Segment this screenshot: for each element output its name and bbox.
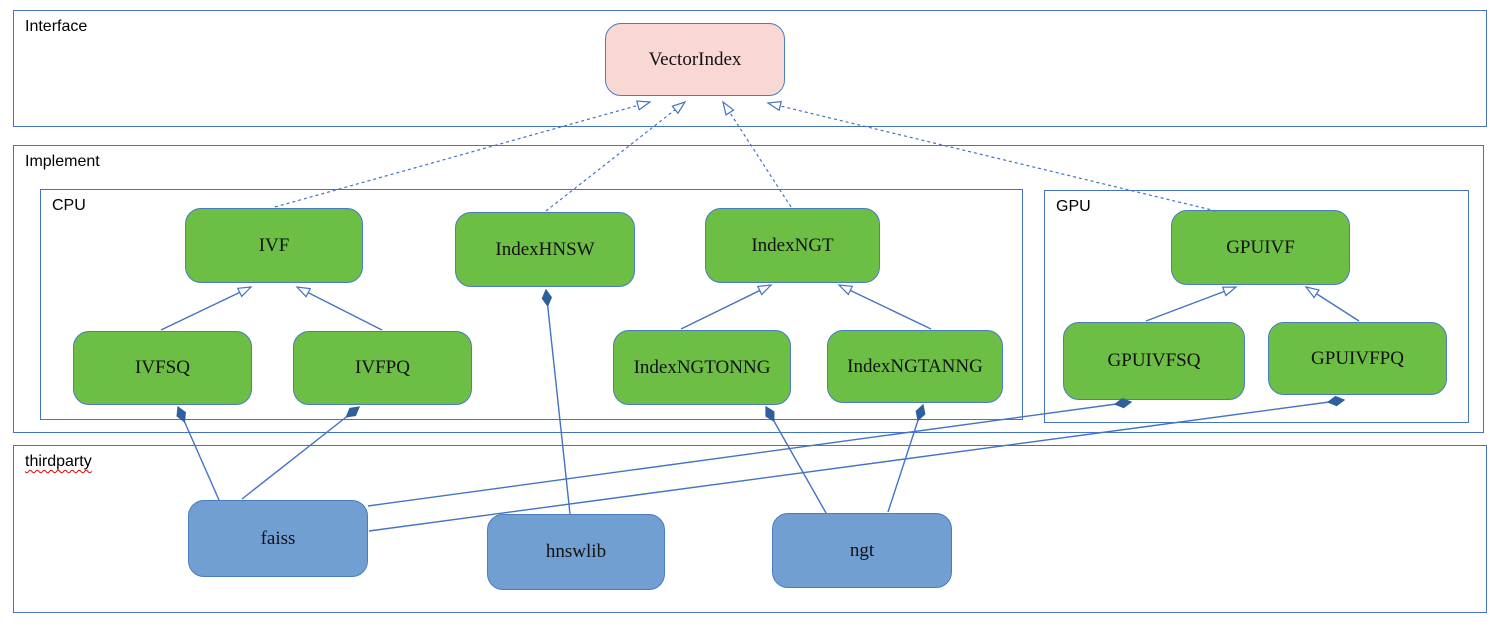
node-faiss-label: faiss: [260, 527, 296, 549]
node-hnswlib-label: hnswlib: [545, 541, 607, 562]
node-ivf: IVF: [185, 208, 363, 283]
group-gpu-label: GPU: [1056, 198, 1091, 215]
node-ngt-label: ngt: [849, 539, 875, 561]
node-indexhnsw: IndexHNSW: [455, 212, 635, 287]
node-gpuivfsq-label: GPUIVFSQ: [1107, 350, 1201, 371]
node-indexhnsw-label: IndexHNSW: [495, 238, 595, 260]
node-ivfsq-label: IVFSQ: [135, 357, 190, 378]
node-gpuivfpq-label: GPUIVFPQ: [1311, 347, 1404, 369]
node-indexngt-label: IndexNGT: [751, 234, 834, 256]
node-gpuivf: GPUIVF: [1171, 210, 1350, 285]
node-ivf-label: IVF: [258, 234, 290, 256]
node-indexngtanng: IndexNGTANNG: [827, 330, 1003, 403]
node-indexngtonng-label: IndexNGTONNG: [633, 356, 771, 378]
group-implement-label: Implement: [25, 153, 100, 170]
node-gpuivfsq: GPUIVFSQ: [1063, 322, 1245, 400]
node-ivfpq: IVFPQ: [293, 331, 472, 405]
node-indexngt: IndexNGT: [705, 208, 880, 283]
group-thirdparty-label: thirdparty: [25, 453, 92, 470]
node-indexngtonng: IndexNGTONNG: [613, 330, 791, 405]
node-indexngtanng-label: IndexNGTANNG: [847, 355, 983, 377]
node-ivfsq: IVFSQ: [73, 331, 252, 405]
group-cpu-label: CPU: [52, 197, 86, 214]
node-gpuivf-label: GPUIVF: [1226, 236, 1295, 258]
node-vectorindex: VectorIndex: [605, 23, 785, 96]
node-vectorindex-label: VectorIndex: [648, 48, 742, 70]
node-gpuivfpq: GPUIVFPQ: [1268, 322, 1447, 395]
node-faiss: faiss: [188, 500, 368, 577]
node-hnswlib: hnswlib: [487, 514, 665, 590]
node-ivfpq-label: IVFPQ: [355, 357, 410, 378]
group-interface-label: Interface: [25, 18, 88, 35]
node-ngt: ngt: [772, 513, 952, 588]
